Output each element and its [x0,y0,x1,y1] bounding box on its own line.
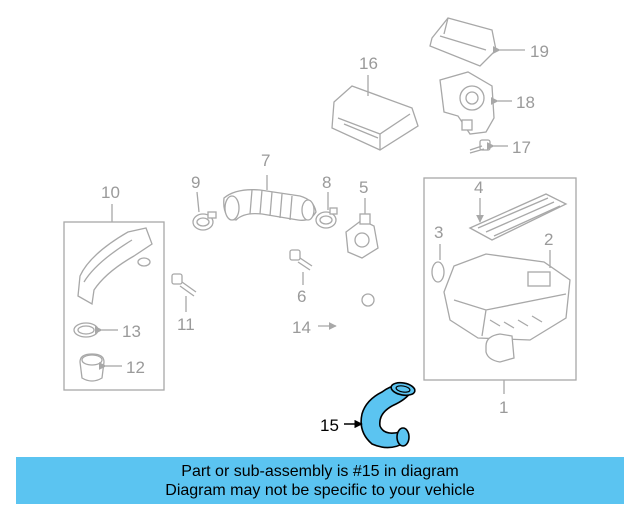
callout-1: 1 [499,398,508,417]
part-17-bolt: 17 [469,138,531,157]
callout-8: 8 [322,173,331,192]
part-5-sensor: 5 [345,178,379,259]
callout-5: 5 [359,178,368,197]
part-10-group: 10 13 12 [63,183,165,391]
part-9-clamp: 9 [191,173,217,231]
part-15-hose: 15 [320,381,416,449]
callout-12: 12 [126,358,145,377]
part-16-duct: 16 [331,54,419,151]
callout-17: 17 [512,138,531,157]
callout-7: 7 [261,151,270,170]
callout-18: 18 [516,93,535,112]
part-19-lid: 19 [429,17,549,67]
callout-6: 6 [297,287,306,306]
part-7-intake-hose: 7 [223,151,317,221]
part-6-bolt: 6 [289,249,313,306]
info-banner: Part or sub-assembly is #15 in diagram D… [16,457,624,504]
callout-16: 16 [359,54,378,73]
callout-10: 10 [101,183,120,202]
callout-2: 2 [544,230,553,249]
callout-11: 11 [177,315,195,334]
callout-14: 14 [292,318,311,337]
banner-line-1: Part or sub-assembly is #15 in diagram [181,462,459,480]
callout-19: 19 [530,42,549,61]
callout-4: 4 [474,178,483,197]
callout-13: 13 [122,322,141,341]
part-8-clamp: 8 [315,173,338,229]
part-1-group: 1 4 3 2 [423,177,577,417]
part-11-bolt: 11 [171,273,197,334]
part-18-housing: 18 [439,71,535,135]
callout-15: 15 [320,416,339,435]
part-14-hose: 14 [292,293,375,350]
banner-line-2: Diagram may not be specific to your vehi… [165,481,475,499]
callout-9: 9 [191,173,200,192]
parts-diagram: 19 18 17 16 7 9 [63,17,577,449]
callout-3: 3 [434,223,443,242]
